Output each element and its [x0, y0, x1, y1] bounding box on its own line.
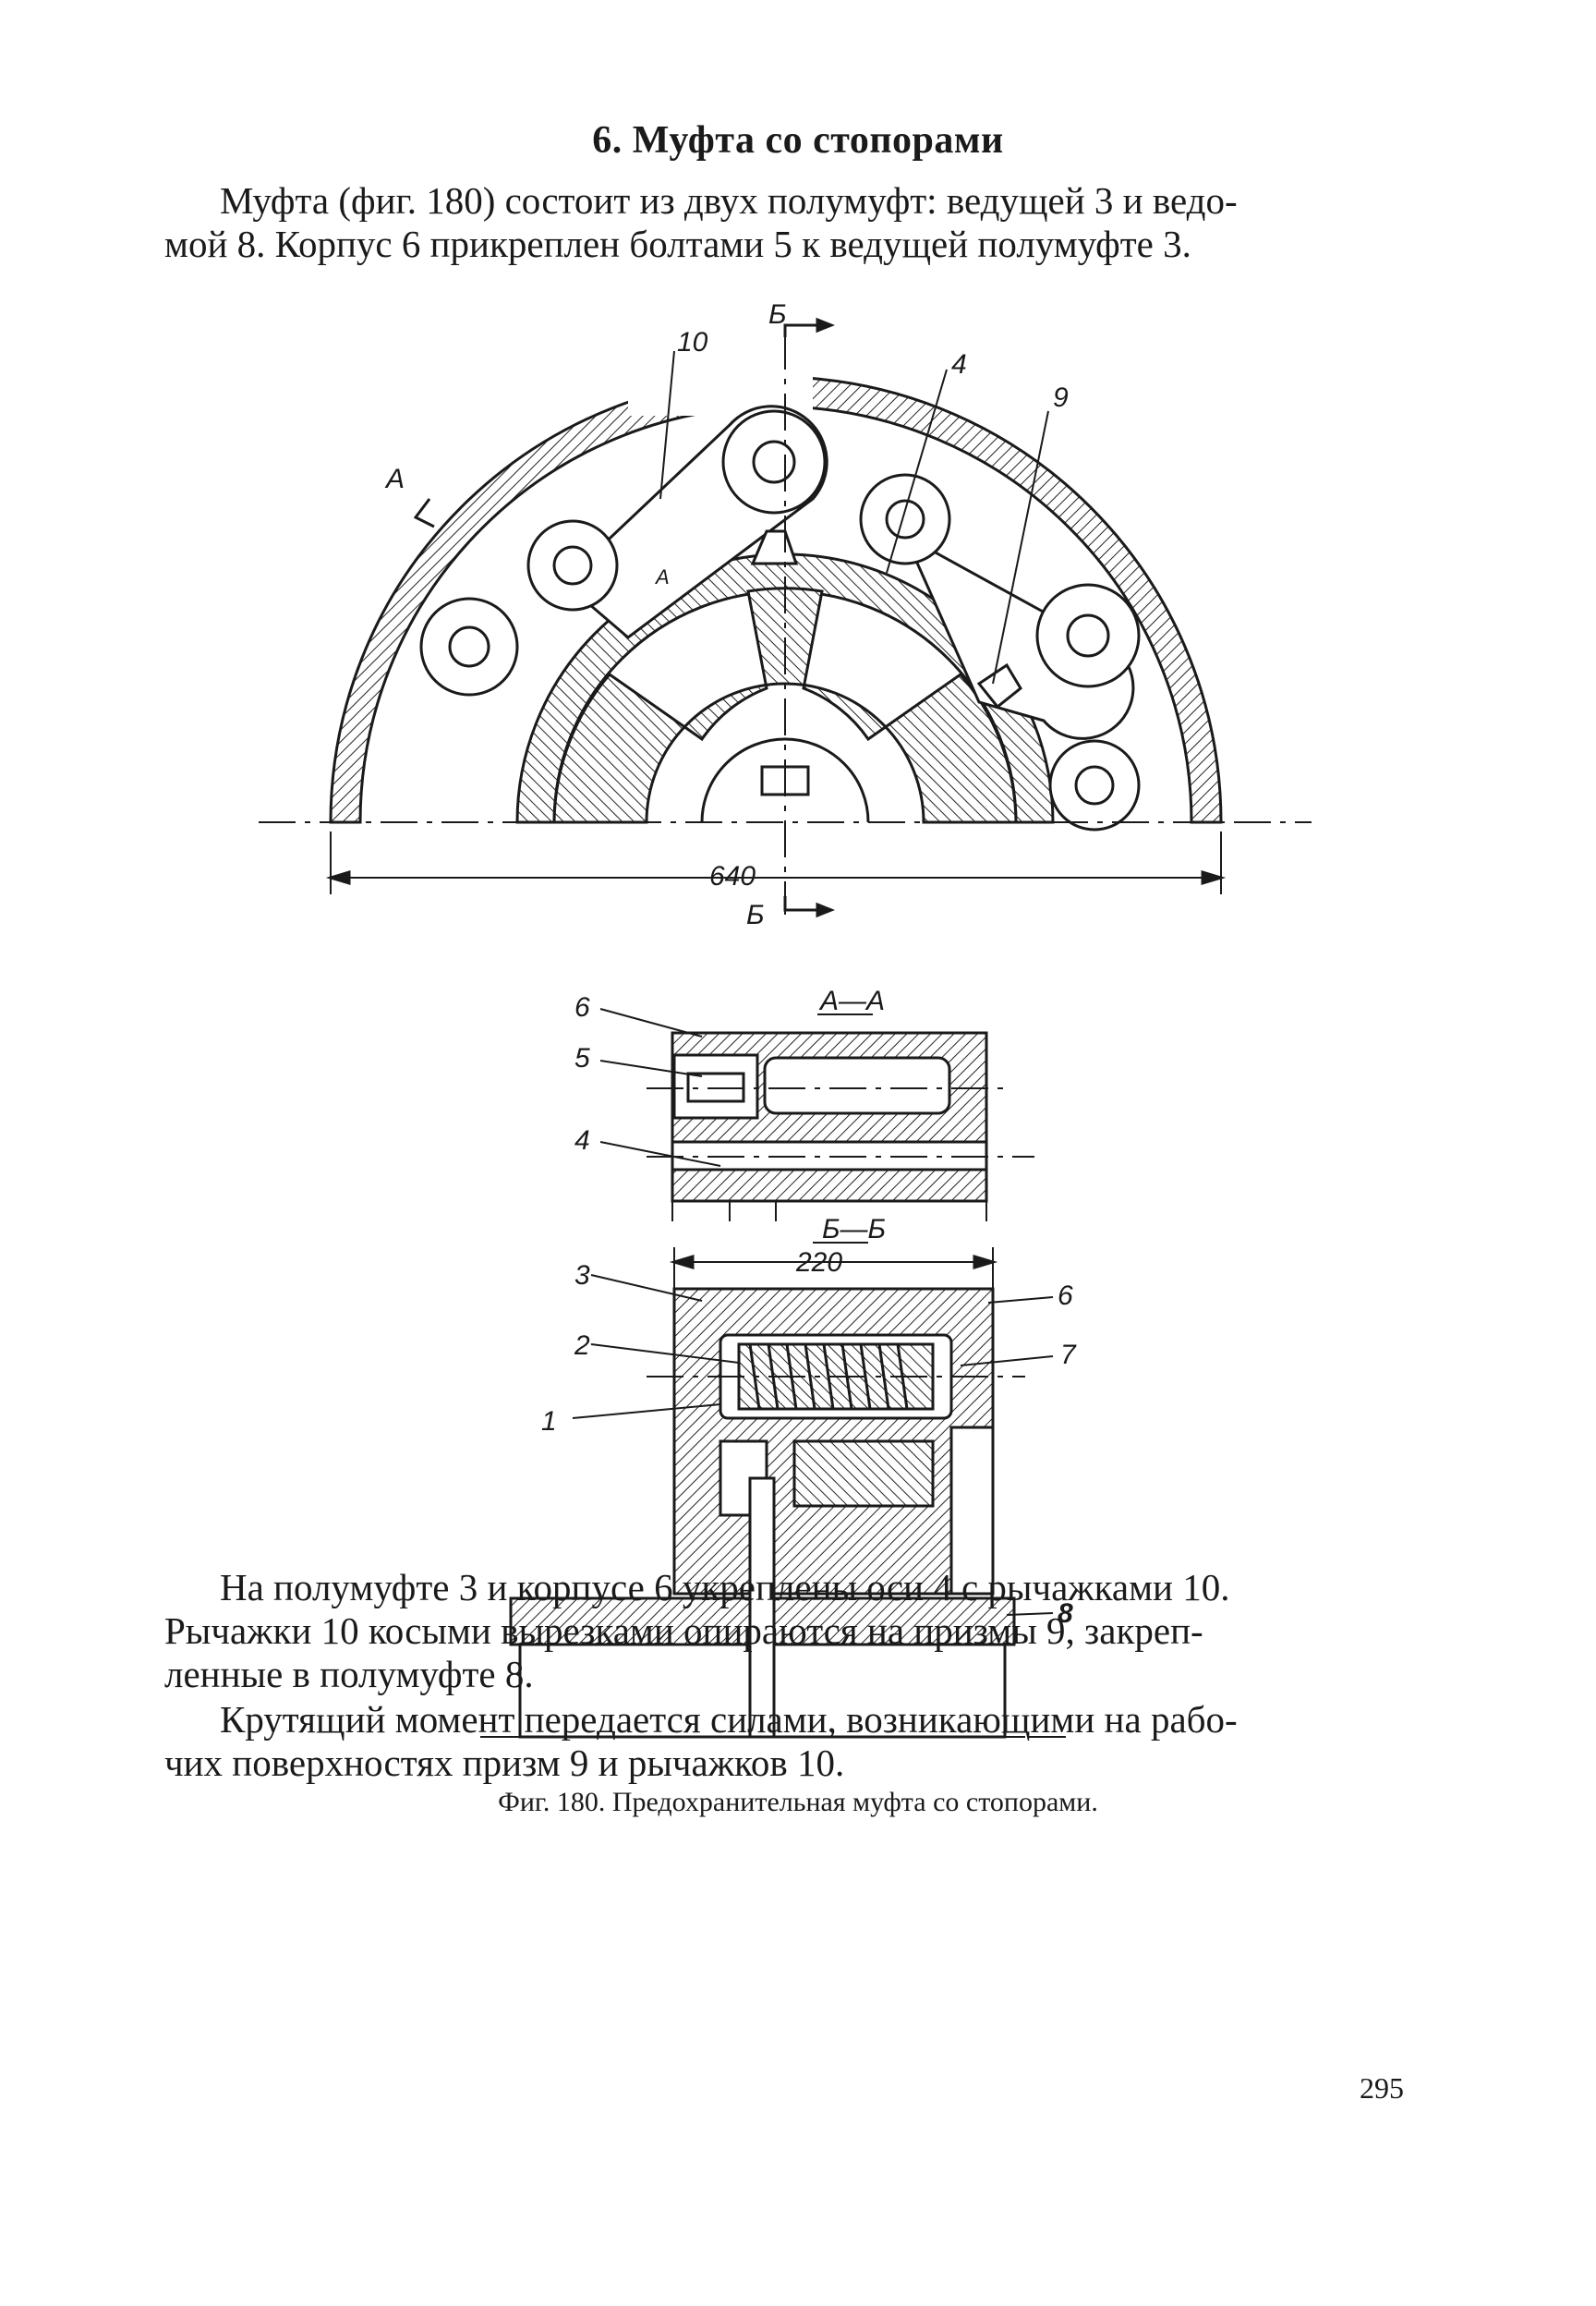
section-aa	[599, 1008, 1034, 1221]
inner-gear	[552, 587, 1018, 824]
body-paragraph-1: На полумуфте 3 и корпусе 6 укреплены оси…	[164, 1566, 1402, 1696]
section-mark-b-top: Б	[768, 299, 787, 330]
prism-right	[976, 662, 1022, 710]
body-p1-line-3: ленные в полумуфте 8.	[164, 1653, 534, 1695]
section-heading: 6. Муфта со стопорами	[592, 119, 1004, 162]
body-p1-line-2: Рычажки 10 косыми вырезками опираются на…	[164, 1609, 1203, 1652]
intro-line-1: Муфта (фиг. 180) состоит из двух полумуф…	[220, 179, 1238, 222]
label-bb-7: 7	[1060, 1340, 1077, 1370]
figure-caption: Фиг. 180. Предохранительная муфта со сто…	[498, 1787, 1098, 1817]
label-bb-1: 1	[541, 1406, 557, 1437]
body-p2-line-1: Крутящий момент передается силами, возни…	[220, 1698, 1238, 1741]
dimension-640: 640	[709, 861, 756, 892]
label-lever-10: 10	[677, 327, 708, 358]
label-aa-5: 5	[574, 1043, 590, 1074]
body-p1-line-1: На полумуфте 3 и корпусе 6 укреплены оси…	[220, 1566, 1230, 1608]
label-bb-2: 2	[574, 1330, 590, 1361]
section-mark-a-inner: А	[654, 565, 670, 589]
body-paragraph-2: Крутящий момент передается силами, возни…	[164, 1698, 1402, 1785]
label-bb-8: 8	[1058, 1598, 1073, 1629]
page-number: 295	[1360, 2071, 1404, 2105]
label-aa-6: 6	[574, 992, 590, 1023]
label-aa-4: 4	[574, 1125, 590, 1156]
top-view	[259, 317, 1312, 918]
section-bb	[480, 1242, 1071, 1739]
label-axle-4: 4	[951, 349, 967, 380]
section-bb-title: Б—Б	[822, 1214, 886, 1244]
body-p2-line-2: чих поверхностях призм 9 и рычажков 10.	[164, 1742, 845, 1784]
label-bb-3: 3	[574, 1260, 590, 1291]
section-mark-b-bottom: Б	[746, 900, 765, 930]
label-bb-6: 6	[1058, 1280, 1073, 1311]
intro-line-2: мой 8. Корпус 6 прикреплен болтами 5 к в…	[164, 223, 1191, 265]
section-mark-a-left: А	[384, 464, 405, 494]
dimension-220: 220	[795, 1247, 842, 1278]
label-prism-9: 9	[1053, 382, 1069, 413]
pin-circles	[419, 409, 1141, 831]
section-aa-title: А—А	[818, 986, 885, 1016]
intro-paragraph: Муфта (фиг. 180) состоит из двух полумуф…	[164, 179, 1402, 266]
